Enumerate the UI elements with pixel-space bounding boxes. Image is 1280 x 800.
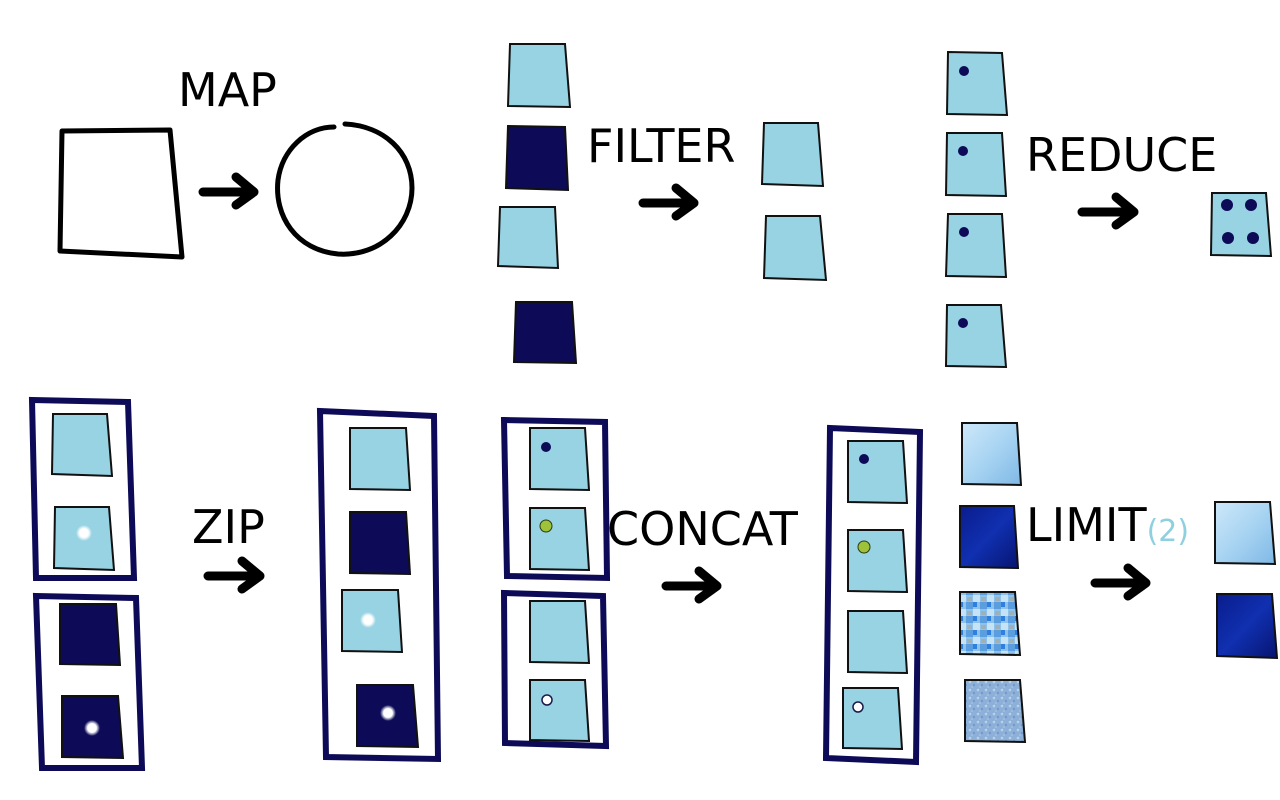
zip-input-stream-a	[28, 396, 138, 581]
concat-input-stream-a	[500, 416, 611, 582]
label-limit: LIMIT(2)	[1026, 498, 1189, 552]
glow-dot	[380, 705, 396, 721]
tile-light	[847, 610, 909, 675]
zip-arrow-icon	[203, 556, 265, 594]
green-dot	[539, 519, 553, 533]
frame	[32, 592, 146, 771]
tile-light-green-dot	[847, 529, 909, 594]
filter-arrow-icon	[638, 183, 699, 221]
green-dot	[857, 540, 871, 554]
map-input-square	[57, 127, 185, 260]
tile-light-dot	[847, 440, 909, 505]
tile-light	[506, 43, 572, 109]
glow-dot	[84, 720, 100, 736]
label-reduce: REDUCE	[1026, 128, 1217, 182]
tile-light-green-dot	[529, 507, 591, 572]
tile-dark	[349, 511, 412, 576]
dot	[1221, 199, 1233, 211]
dot	[859, 454, 869, 464]
frame	[316, 407, 442, 763]
tile-light-white-dot	[842, 687, 904, 751]
tile-light-texture	[1214, 501, 1277, 566]
tile-navy-texture	[1216, 593, 1279, 660]
filter-input-column	[496, 43, 578, 365]
tile-light-dot	[529, 427, 591, 492]
tile-light-dot	[944, 304, 1008, 369]
glow-dot	[360, 612, 376, 628]
label-limit-arg: (2)	[1147, 514, 1190, 549]
frame	[822, 424, 924, 766]
dot	[541, 442, 551, 452]
tile-navy-texture	[959, 505, 1020, 570]
tile-light-dot	[944, 213, 1008, 279]
limit-arrow-icon	[1090, 563, 1151, 601]
dot	[958, 318, 968, 328]
tile-light-dot	[944, 132, 1008, 198]
tile-light	[760, 122, 825, 188]
frame	[500, 589, 610, 750]
map-output-circle	[275, 121, 415, 257]
tile-gravel-texture	[964, 679, 1027, 744]
tile-dark	[504, 124, 570, 192]
concat-arrow-icon	[661, 566, 722, 604]
label-concat: CONCAT	[607, 502, 799, 556]
dot	[1245, 199, 1257, 211]
frame	[500, 416, 611, 582]
filter-output-column	[760, 122, 828, 282]
label-map: MAP	[178, 63, 277, 117]
tile-light	[349, 427, 412, 492]
tile-light-dot	[945, 50, 1009, 117]
dot	[958, 146, 968, 156]
dot	[1222, 232, 1234, 244]
tile-mosaic-texture	[959, 591, 1022, 657]
tile-dark	[59, 603, 122, 667]
tile-light-four-dots	[1209, 192, 1273, 258]
concat-output-stream	[822, 424, 924, 766]
tile-light	[50, 413, 114, 478]
limit-output-column	[1214, 501, 1279, 660]
zip-input-stream-b	[32, 592, 146, 771]
tile-light-texture	[961, 422, 1023, 487]
glow-dot	[76, 525, 92, 541]
label-zip: ZIP	[192, 500, 265, 554]
tile-light	[762, 215, 828, 282]
frame	[28, 396, 138, 581]
map-arrow-icon	[198, 172, 259, 210]
reduce-input-column	[944, 50, 1009, 369]
limit-input-column	[959, 422, 1027, 744]
tile-dark	[512, 301, 578, 365]
dot	[959, 66, 969, 76]
dot	[1247, 232, 1259, 244]
zip-output-stream	[316, 407, 442, 763]
white-dot	[541, 694, 553, 706]
reduce-arrow-icon	[1077, 192, 1139, 230]
tile-light	[496, 206, 560, 270]
white-dot	[852, 701, 864, 713]
tile-light	[529, 600, 591, 665]
label-limit-text: LIMIT	[1026, 498, 1147, 552]
tile-light-white-dot	[529, 679, 591, 743]
reduce-output-tile	[1209, 192, 1273, 258]
dot	[959, 227, 969, 237]
concat-input-stream-b	[500, 589, 610, 750]
label-filter: FILTER	[587, 119, 735, 173]
